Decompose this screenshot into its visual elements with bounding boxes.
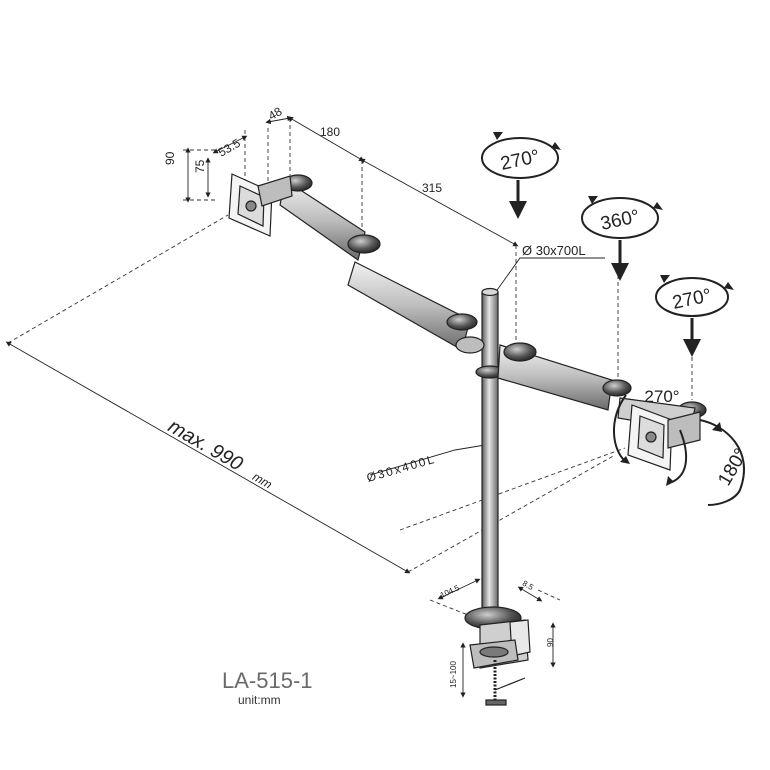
dim-180: 180 <box>320 125 340 139</box>
dim-max-span-value: max. 990 <box>164 415 246 475</box>
rotation-top-label: 270° <box>499 146 542 175</box>
dim-clamp-15-100: 15~100 <box>449 661 458 688</box>
dim-plate-75: 75 <box>193 159 207 173</box>
extension-lines <box>7 118 693 616</box>
desk-clamp <box>464 606 531 706</box>
model-label: LA-515-1 <box>222 668 313 693</box>
dim-max-span-unit: mm <box>250 469 274 491</box>
unit-label: unit:mm <box>238 693 281 707</box>
rotation-right-label: 270° <box>670 285 713 314</box>
rotation-tilt: 270° <box>612 387 680 464</box>
dim-pole-lower: Ø30x400L <box>365 452 437 485</box>
dim-53-5: 53.5 <box>216 136 244 160</box>
dimension-lines <box>5 115 605 698</box>
rotation-middle-label: 360° <box>599 206 642 235</box>
dim-clamp-90: 90 <box>546 638 555 647</box>
dim-pole-top: Ø 30x700L <box>522 243 586 258</box>
rotation-tilt-label: 270° <box>644 387 679 406</box>
rotation-swivel-label: 180° <box>714 445 752 490</box>
rotation-right: 270° <box>655 275 734 357</box>
rotation-top: 270° <box>481 132 561 219</box>
dim-max-span: max. 990 mm <box>164 415 274 491</box>
dim-clamp-104-5: 104.5 <box>439 583 461 600</box>
dim-plate-90: 90 <box>163 151 177 165</box>
dim-48: 48 <box>266 104 285 123</box>
vesa-plate-left <box>228 173 293 237</box>
dim-315: 315 <box>422 181 442 195</box>
rotation-middle: 360° <box>581 196 663 281</box>
pole <box>475 287 505 618</box>
arm-left <box>279 174 485 354</box>
vesa-plate-right <box>627 404 701 471</box>
